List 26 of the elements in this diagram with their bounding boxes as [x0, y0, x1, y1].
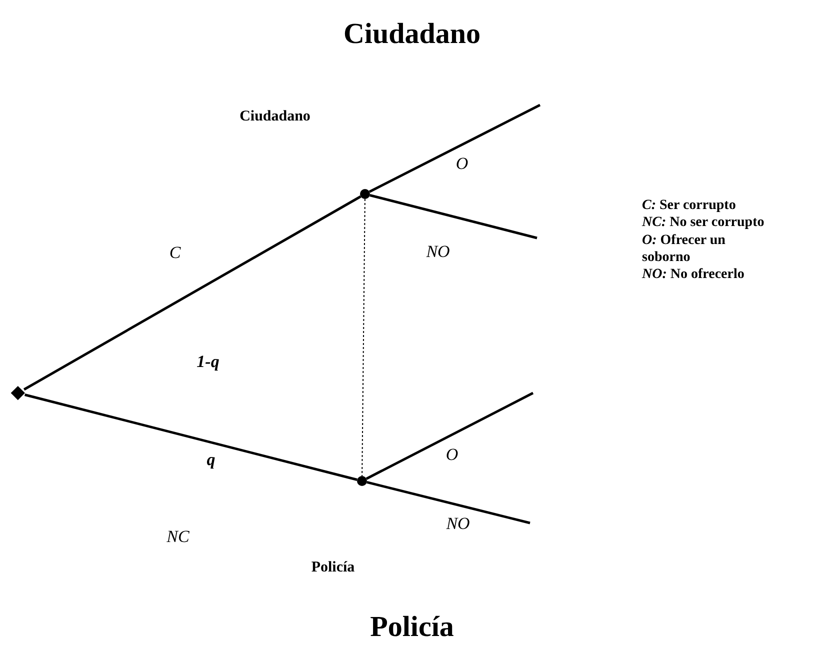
information-set-line: [362, 198, 366, 476]
tree-branch: [24, 394, 358, 481]
diagram-caption: Policía: [370, 611, 454, 644]
diagram-title: Ciudadano: [344, 18, 480, 51]
probability-label: q: [206, 450, 216, 470]
legend-note: O: Ofrecer un soborno: [642, 232, 726, 266]
edge-label: O: [456, 154, 468, 174]
edge-label: C: [169, 243, 181, 263]
root-node: [11, 386, 25, 400]
tree-branch: [370, 194, 538, 240]
edge-label: NO: [426, 242, 450, 262]
legend-note: NC: No ser corrupto: [642, 215, 764, 231]
player-label: Policía: [311, 560, 355, 576]
edge-label: O: [446, 445, 458, 465]
tree-branch: [23, 195, 362, 391]
tree-branch: [368, 104, 541, 193]
probability-label: 1-q: [196, 352, 220, 372]
legend-note: C: Ser corrupto: [642, 198, 736, 214]
branch-label: NC: [166, 527, 190, 547]
decision-node: [360, 189, 370, 199]
tree-branch: [366, 481, 530, 524]
legend-note: NO: No ofrecerlo: [642, 267, 744, 283]
player-label: Ciudadano: [240, 108, 310, 126]
tree-branch: [366, 392, 534, 480]
edge-label: NO: [446, 514, 470, 534]
decision-node: [357, 476, 367, 486]
